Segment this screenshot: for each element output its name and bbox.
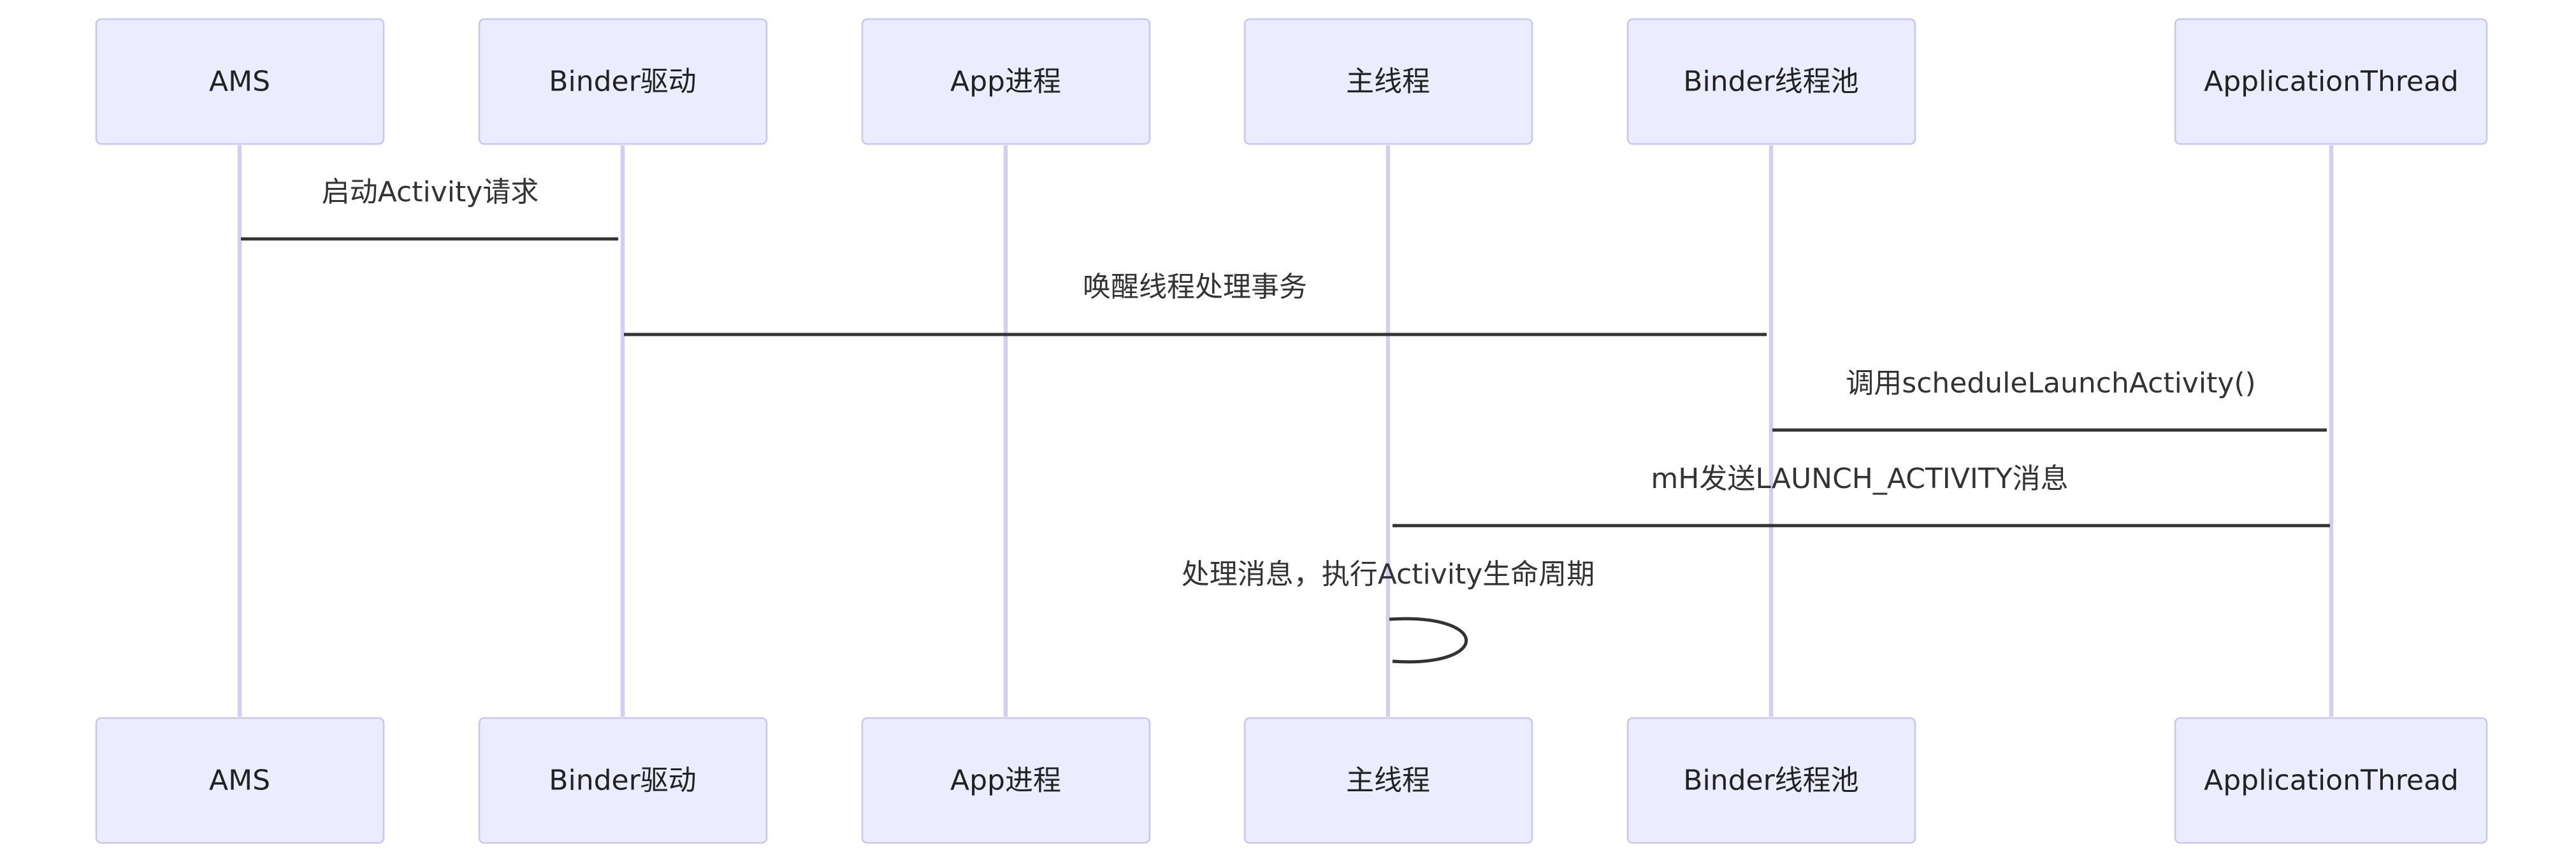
participant-label: 主线程 [1346,66,1430,98]
message-label: 启动Activity请求 [322,176,539,208]
participant-binder-driver-top[interactable]: Binder驱动 [478,18,768,145]
self-message-loop-arrow [1389,617,1468,664]
participant-label: 主线程 [1346,765,1430,797]
participant-app-process-top[interactable]: App进程 [861,18,1151,145]
message-call-schedule-launch-activity[interactable]: 调用scheduleLaunchActivity() [1772,367,2327,432]
participant-binder-pool-top[interactable]: Binder线程池 [1626,18,1916,145]
participant-ams-bottom[interactable]: AMS [95,717,385,844]
participant-box [1243,18,1533,145]
participant-label: Binder驱动 [549,765,696,797]
participant-label: AMS [209,765,270,797]
participant-box [1243,717,1533,844]
message-wake-thread[interactable]: 唤醒线程处理事务 [624,271,1767,336]
participant-box [2174,18,2488,145]
participant-binder-driver-bottom[interactable]: Binder驱动 [478,717,768,844]
participant-box [95,717,385,844]
participant-label: App进程 [950,66,1061,98]
participant-label: Binder线程池 [1683,765,1858,797]
message-label: 调用scheduleLaunchActivity() [1846,367,2255,399]
participant-ams-top[interactable]: AMS [95,18,385,145]
participant-app-process-bottom[interactable]: App进程 [861,717,1151,844]
participants-bottom: AMS Binder驱动 App进程 主线程 Binder线程池 Applica… [95,717,2488,844]
participant-application-thread-top[interactable]: ApplicationThread [2174,18,2488,145]
participant-main-thread-top[interactable]: 主线程 [1243,18,1533,145]
messages: 启动Activity请求 唤醒线程处理事务 调用scheduleLaunchAc… [241,176,2330,664]
participant-application-thread-bottom[interactable]: ApplicationThread [2174,717,2488,844]
participant-label: Binder线程池 [1683,66,1858,98]
participant-box [1626,18,1916,145]
participant-main-thread-bottom[interactable]: 主线程 [1243,717,1533,844]
participant-label: App进程 [950,765,1061,797]
participant-label: ApplicationThread [2204,66,2459,98]
participant-box [478,717,768,844]
participant-label: AMS [209,66,270,98]
participant-box [2174,717,2488,844]
participants-top: AMS Binder驱动 App进程 主线程 Binder线程池 Applica… [95,18,2488,145]
message-label: 处理消息，执行Activity生命周期 [1182,558,1595,591]
participant-box [95,18,385,145]
message-label: 唤醒线程处理事务 [1083,271,1307,303]
message-send-launch-activity[interactable]: mH发送LAUNCH_ACTIVITY消息 [1392,463,2330,528]
participant-box [861,717,1151,844]
lifelines [237,145,2334,717]
participant-label: Binder驱动 [549,66,696,98]
participant-box [1626,717,1916,844]
participant-binder-pool-bottom[interactable]: Binder线程池 [1626,717,1916,844]
participant-label: ApplicationThread [2204,765,2459,797]
participant-box [478,18,768,145]
participant-box [861,18,1151,145]
message-label: mH发送LAUNCH_ACTIVITY消息 [1651,463,2068,495]
message-handle-lifecycle[interactable]: 处理消息，执行Activity生命周期 [1182,558,1595,664]
message-start-activity-request[interactable]: 启动Activity请求 [241,176,619,241]
